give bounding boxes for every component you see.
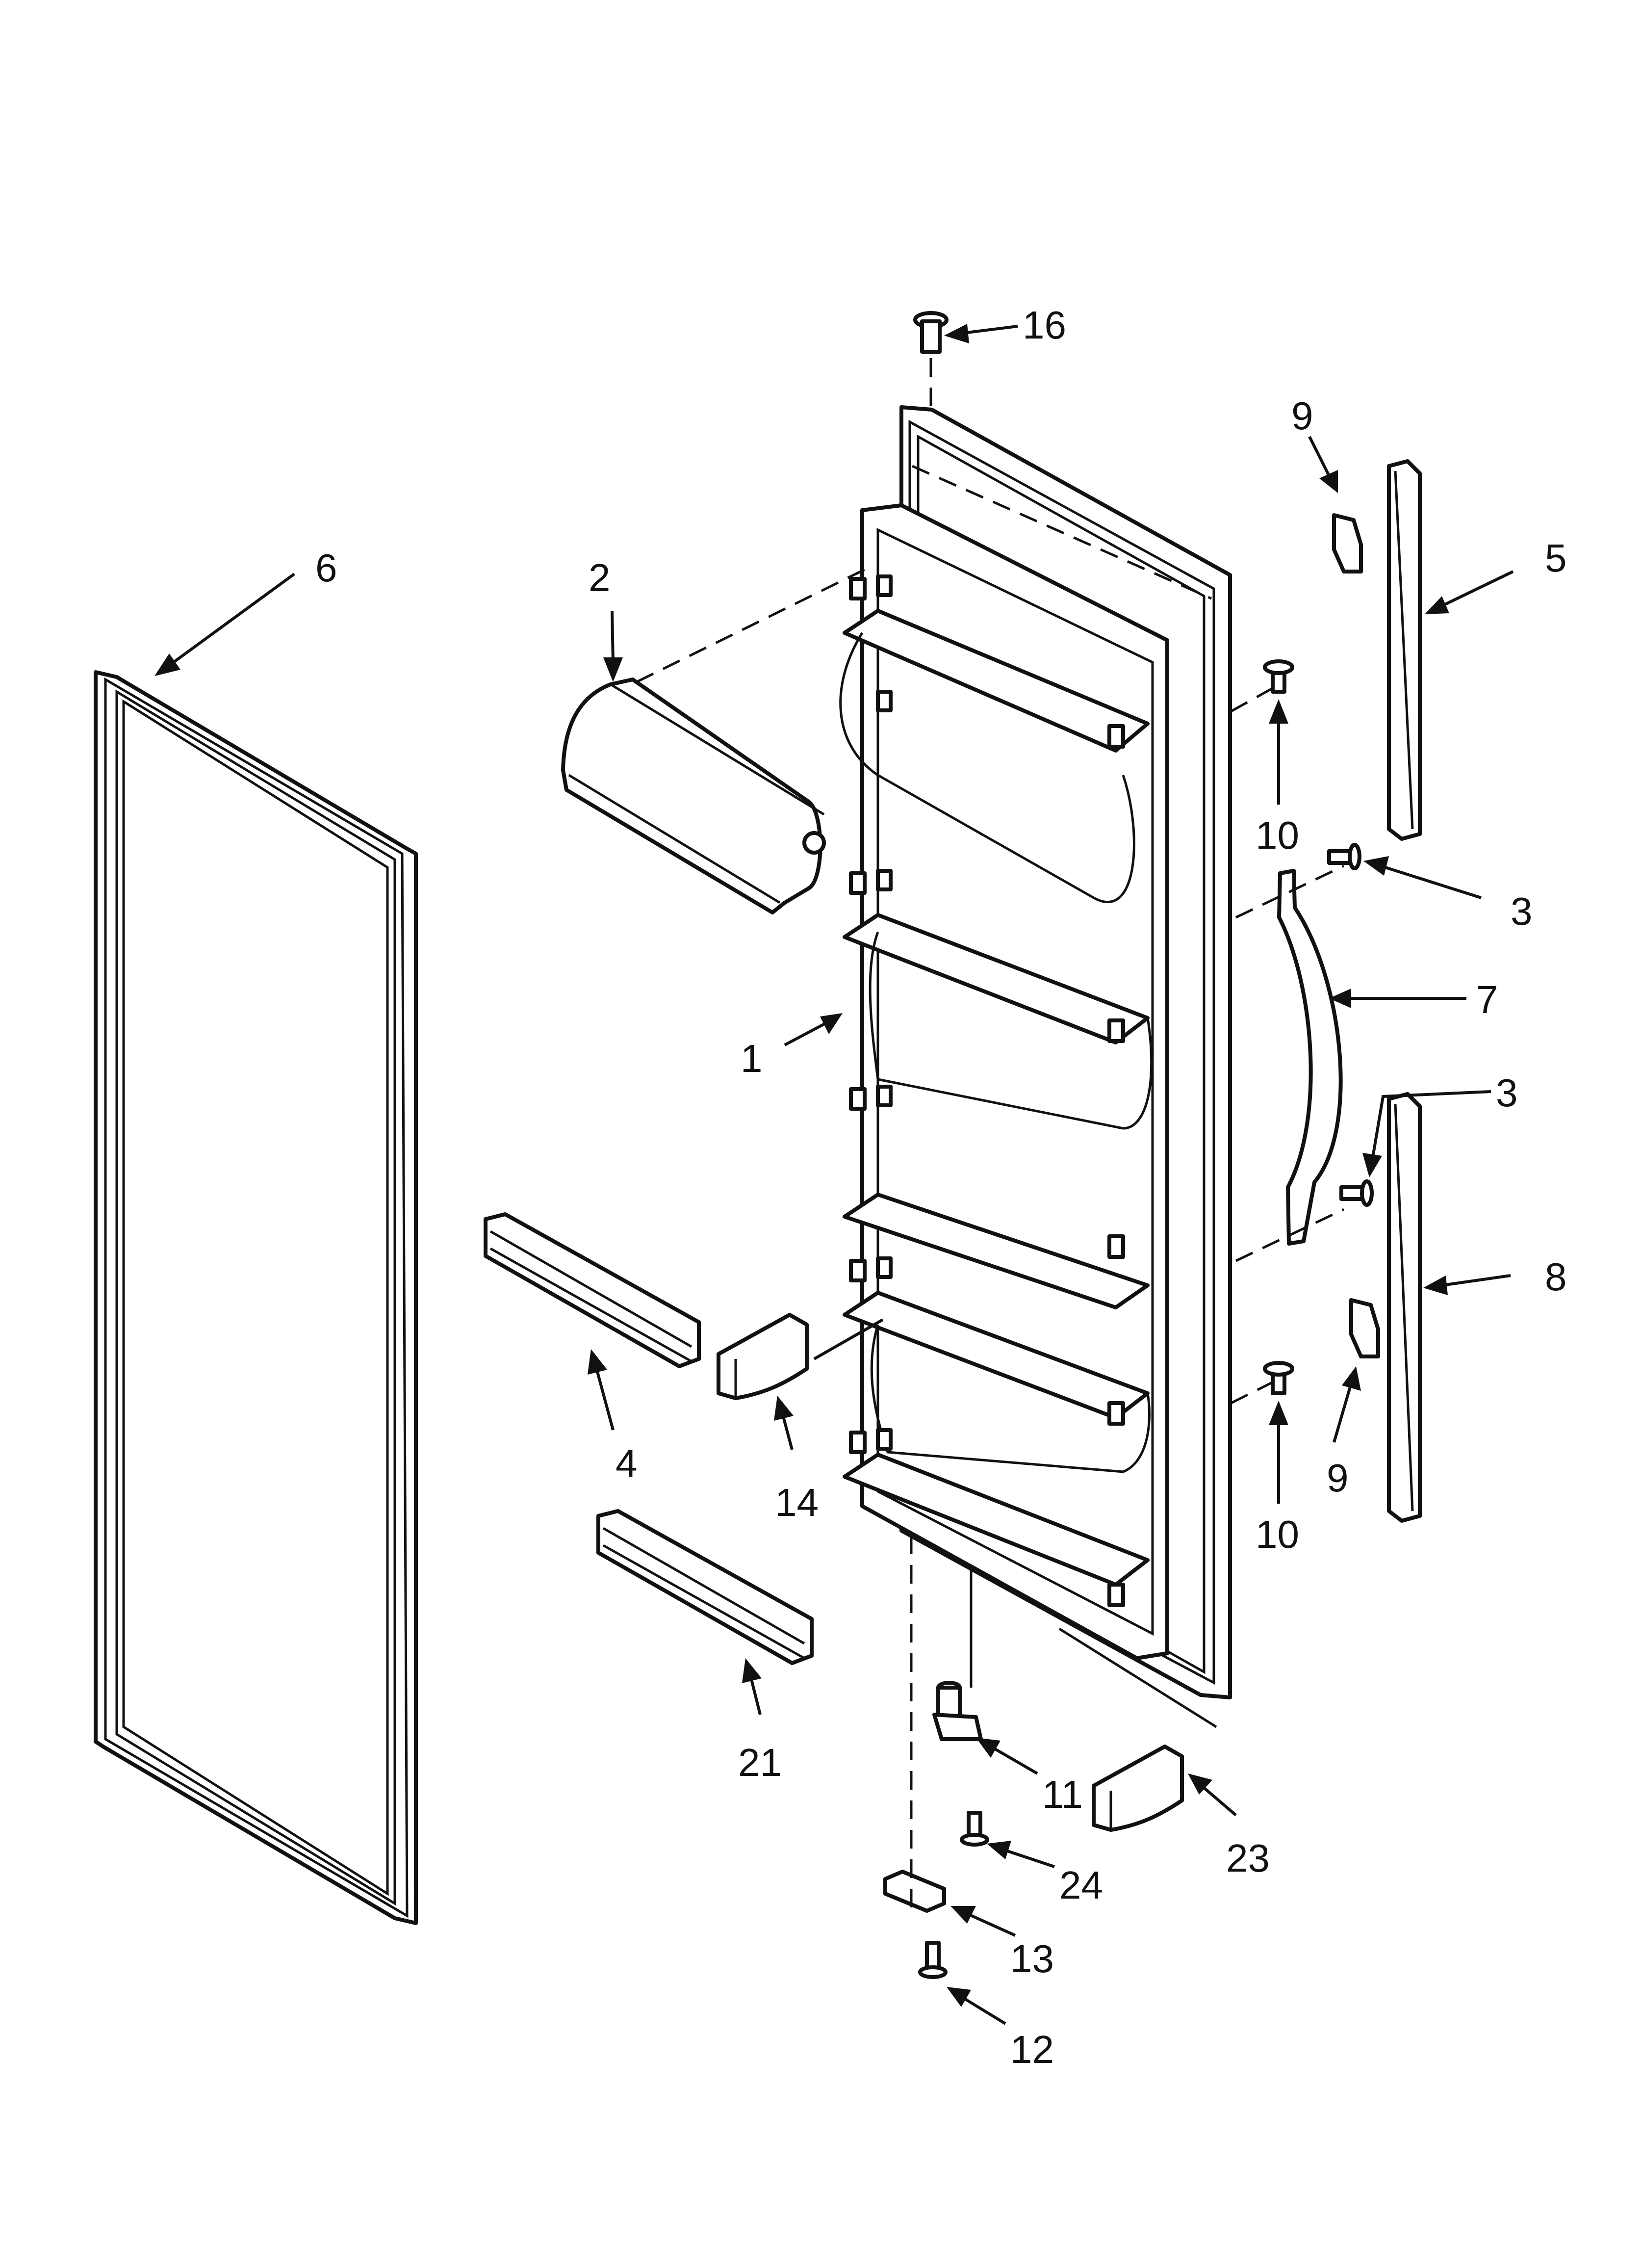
clip-9-upper-part — [1332, 513, 1363, 574]
plug-part — [913, 311, 949, 407]
callout-11: 11 — [1042, 1773, 1083, 1816]
callout-6: 6 — [315, 546, 337, 590]
bin-trim-upper-part — [484, 1212, 701, 1368]
screw-10-upper-part — [1230, 659, 1294, 713]
screw-24-part — [960, 1811, 989, 1847]
callout-23: 23 — [1226, 1836, 1270, 1880]
callout-3-upper: 3 — [1511, 889, 1533, 933]
hinge-bracket-part — [883, 1536, 946, 1913]
end-cap-left-part — [717, 1313, 884, 1400]
callout-4: 4 — [616, 1441, 638, 1485]
callout-24: 24 — [1059, 1863, 1103, 1907]
clip-9-lower-part — [1349, 1298, 1380, 1358]
callout-8: 8 — [1545, 1255, 1567, 1299]
leader-lines — [154, 324, 1514, 2025]
callout-16: 16 — [1023, 303, 1066, 347]
dairy-door-part — [561, 568, 867, 914]
screw-3-lower-part — [1339, 1179, 1374, 1207]
trim-strip-upper-part — [1387, 459, 1422, 841]
door-gasket-part — [94, 670, 418, 1925]
callout-10-lower: 10 — [1256, 1512, 1299, 1556]
callout-5: 5 — [1545, 536, 1567, 580]
callout-14: 14 — [775, 1481, 819, 1524]
door-liner-part — [839, 405, 1232, 1699]
callout-7: 7 — [1476, 978, 1498, 1021]
door-handle-part — [1235, 864, 1345, 1262]
callout-12: 12 — [1010, 2028, 1054, 2071]
trim-strip-lower-part — [1387, 1092, 1422, 1523]
callout-10-upper: 10 — [1256, 813, 1299, 857]
screw-10-lower-part — [1230, 1361, 1294, 1405]
callout-13: 13 — [1010, 1937, 1054, 1981]
bin-trim-lower-part — [596, 1509, 814, 1665]
callout-3-lower: 3 — [1496, 1071, 1518, 1115]
callout-9-upper: 9 — [1291, 394, 1313, 438]
screw-3-upper-part — [1327, 843, 1361, 870]
callout-labels: 16 6 2 9 5 10 3 7 1 3 8 4 9 14 10 21 11 … — [315, 303, 1567, 2071]
callout-2: 2 — [589, 556, 611, 600]
callout-9-lower: 9 — [1327, 1456, 1349, 1500]
callout-1: 1 — [741, 1037, 763, 1080]
screw-12-part — [918, 1941, 948, 1979]
hinge-pin-part — [932, 1570, 983, 1741]
end-cap-right-part — [1058, 1627, 1217, 1832]
callout-21: 21 — [738, 1741, 782, 1784]
